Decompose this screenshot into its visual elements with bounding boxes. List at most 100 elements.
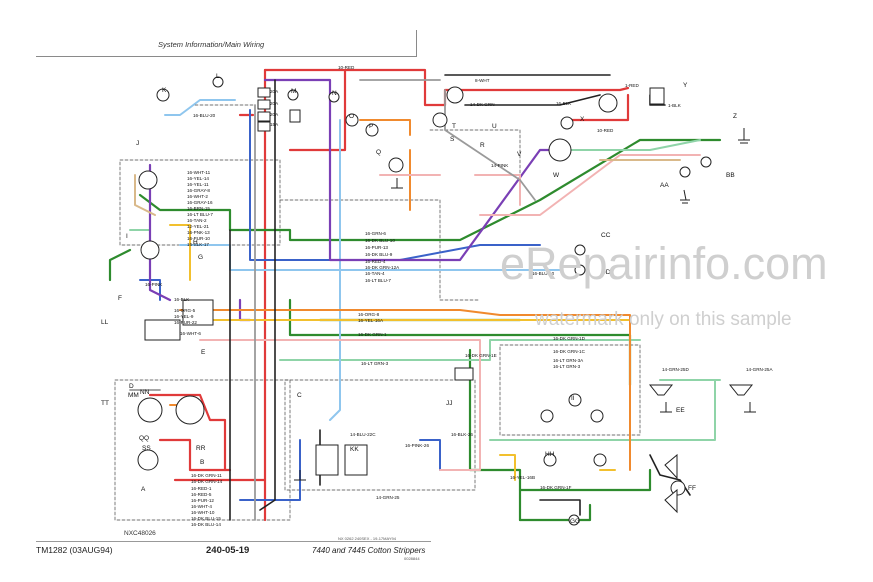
connector-label: O — [349, 113, 355, 120]
wire-label: 16-PUR-22 — [174, 320, 197, 325]
connector-label: FF — [688, 485, 696, 492]
connector-label: Z — [733, 113, 737, 120]
footer-page-number: 240-05-19 — [206, 545, 250, 556]
wire-label: 16-WHT-11 — [187, 170, 211, 175]
wire-label: 16-ORG-5 — [174, 308, 196, 313]
connector-label: D — [129, 383, 134, 390]
footer-divider — [36, 541, 431, 542]
wire-label: 16-BLU-20 — [193, 113, 216, 118]
wire-label: 16-PINK-26 — [405, 443, 430, 448]
wire-label: 14-GRN-25D — [662, 367, 689, 372]
wire-label: 16-DK GRN-1 — [358, 332, 387, 337]
wire-label: 16-PNK-13 — [187, 230, 210, 235]
connector-label: X — [580, 116, 585, 123]
connector-label: TT — [101, 400, 109, 407]
connector-label: T — [452, 123, 456, 130]
wire-label: 1-RED — [625, 83, 639, 88]
wire-label: 16-YEL-16A — [358, 318, 384, 323]
connector-label: BB — [726, 172, 735, 179]
ground-symbols — [294, 128, 756, 481]
wire-label: 16-PINK — [145, 282, 163, 287]
footer-doc-title: 7440 and 7445 Cotton Strippers — [312, 546, 426, 555]
wire-label: 16-YEL-16B — [510, 475, 536, 480]
wire-label: 14-GRN-25 — [376, 495, 400, 500]
connector-label: RR — [196, 445, 206, 452]
wire-label: 1-BLK — [668, 103, 681, 108]
connector-label: DD — [601, 269, 611, 276]
connector-label: W — [553, 172, 560, 179]
wire-label: 10-RED — [338, 65, 355, 70]
wire-label: 16-BLK — [174, 297, 190, 302]
wire-label: 16-DK BLU-9 — [365, 252, 393, 257]
fuse-label: 15A — [270, 122, 279, 127]
connector-label: GG — [570, 518, 581, 525]
wire-label: 14-PINK — [491, 163, 509, 168]
connector-label: H — [193, 239, 198, 246]
connector-label: R — [480, 142, 485, 149]
wire-label: 16-WHT-10 — [191, 510, 215, 515]
wire-label: 16-DK GRN-11 — [191, 473, 222, 478]
connector-label: Y — [683, 82, 688, 89]
connector-label: NN — [140, 389, 150, 396]
connector-label: P — [369, 123, 374, 130]
connector-label: HH — [545, 451, 555, 458]
connector-label: Q — [376, 149, 382, 156]
wire-label: 16-BLK-26 — [451, 432, 473, 437]
connector-label: QQ — [139, 435, 150, 442]
wire-label: 16-BRN-15 — [187, 206, 210, 211]
wire-label: 16-BLK — [556, 101, 572, 106]
wire-label: 16-PUR-10 — [187, 236, 210, 241]
wire-label: 16-DK BLU-10 — [365, 238, 395, 243]
footer-manual-code: TM1282 (03AUG94) — [36, 545, 113, 555]
watermark-site-text: eRepairinfo.com — [500, 238, 828, 289]
wire-label: 16-WHT-2 — [187, 194, 208, 199]
connector-label: MM — [128, 392, 139, 399]
wire-label: 16-TAN-2 — [187, 218, 207, 223]
connector-label: C — [297, 392, 302, 399]
wire-label: 16-GRAY-16 — [187, 200, 213, 205]
wire-label: 16-RED-1 — [191, 486, 212, 491]
connector-label: E — [201, 349, 206, 356]
connector-label: S — [450, 136, 455, 143]
fuse-label: 20A — [270, 101, 279, 106]
wire-label: 16-YEL-9 — [174, 314, 194, 319]
connector-label: AA — [660, 182, 669, 189]
connector-label: F — [118, 295, 122, 302]
wire-label: 16-DK GRN-12A — [365, 265, 400, 270]
wire-label: 16-RED-5 — [191, 492, 212, 497]
wire-label: 16-ORG-8 — [358, 312, 380, 317]
wire-label: 16-LT BLU-7 — [187, 212, 213, 217]
wire-label: 16-RED-4 — [365, 259, 386, 264]
connector-label: L — [216, 73, 220, 80]
connector-label: J — [136, 140, 140, 147]
wire-label: 16-DK GRN-1C — [553, 349, 585, 354]
connector-label: A — [141, 486, 146, 493]
wire-label: 16-DK GRN-1D — [553, 336, 585, 341]
wire-label: 16-SLK-17 — [187, 242, 209, 247]
wire-label: 16-PUR-12 — [191, 498, 214, 503]
connector-label: CC — [601, 232, 611, 239]
wire-label: 12-YEL-21 — [187, 224, 209, 229]
connector-label: K — [162, 87, 167, 94]
watermark-note-text: watermark only on this sample — [535, 309, 792, 330]
connector-label: V — [517, 151, 522, 158]
wire-label: 16-DK BLU-14 — [191, 522, 221, 527]
connector-label: U — [492, 123, 497, 130]
connector-label: N — [332, 90, 337, 97]
footer-small-ref: NX 0262 240SEX - 19-17MAY94 — [338, 536, 396, 541]
connector-label: LL — [101, 319, 109, 326]
connector-label: EE — [676, 407, 685, 414]
connector-label: G — [198, 254, 204, 261]
wire-label: 16-LT BLU-7 — [365, 278, 391, 283]
wire-label: 16-PUR-13 — [365, 245, 388, 250]
wire-label: 16-YEL-11 — [187, 182, 209, 187]
wire-label: 16-WHT-4 — [191, 504, 212, 509]
gray-wires — [129, 79, 536, 521]
fuse-label: 20A — [270, 89, 279, 94]
wire-label: 14-DK GRN — [470, 102, 495, 107]
red-wires — [148, 68, 630, 522]
fuse-label: 20A — [270, 112, 279, 117]
pink-wires — [199, 154, 701, 471]
